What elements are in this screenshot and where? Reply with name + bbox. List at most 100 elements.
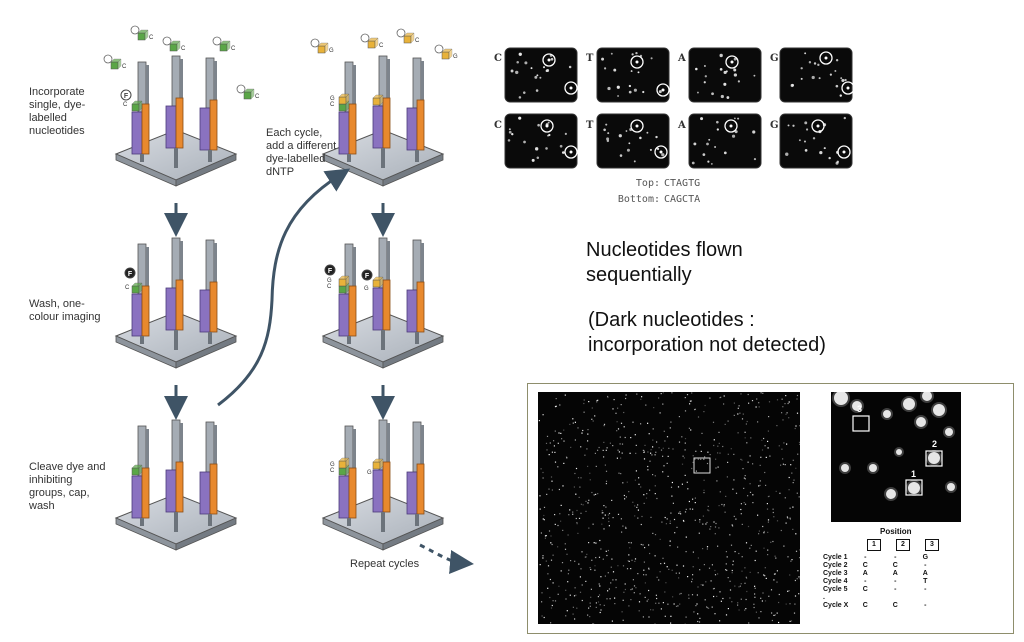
cluster-pixel bbox=[692, 508, 694, 510]
cluster-pixel bbox=[543, 514, 545, 517]
cluster-pixel bbox=[790, 464, 792, 466]
cluster-pixel bbox=[660, 449, 663, 451]
cluster-pixel bbox=[581, 599, 583, 602]
cycle-arrow bbox=[217, 168, 351, 407]
cluster-pixel bbox=[660, 393, 662, 395]
rod-shade bbox=[214, 243, 217, 291]
cluster-spot bbox=[711, 92, 714, 96]
cluster-pixel bbox=[648, 589, 650, 592]
template-strand bbox=[165, 469, 177, 513]
cluster-pixel bbox=[654, 623, 656, 624]
primer-strand bbox=[416, 99, 425, 151]
cluster-pixel bbox=[799, 557, 800, 559]
cluster-spot bbox=[605, 123, 608, 126]
cluster-pixel bbox=[731, 524, 733, 526]
bottom-label: Bottom: bbox=[617, 194, 660, 205]
cluster-pixel bbox=[679, 593, 681, 595]
cluster-pixel bbox=[645, 404, 647, 406]
cluster-spot bbox=[539, 76, 542, 79]
cluster-pixel bbox=[607, 590, 609, 592]
cluster-pixel bbox=[621, 611, 623, 613]
cluster-pixel bbox=[644, 547, 646, 549]
base-letter: G bbox=[330, 462, 335, 468]
cluster-pixel bbox=[629, 452, 631, 454]
cluster-pixel bbox=[746, 420, 748, 423]
cluster-pixel bbox=[635, 444, 637, 446]
cluster-spot bbox=[550, 57, 554, 61]
cluster-pixel bbox=[784, 464, 786, 466]
cluster-pixel bbox=[703, 458, 705, 460]
cluster-pixel bbox=[753, 603, 755, 605]
cluster-pixel bbox=[591, 407, 593, 409]
cluster-pixel bbox=[699, 521, 701, 523]
cluster-pixel bbox=[797, 570, 799, 572]
cluster-pixel bbox=[767, 496, 769, 498]
cluster-spot bbox=[720, 94, 724, 99]
cluster-pixel bbox=[694, 408, 696, 410]
anchor-post bbox=[415, 150, 419, 162]
cluster-pixel bbox=[784, 497, 786, 499]
cluster-spot bbox=[852, 401, 862, 411]
cluster-pixel bbox=[757, 514, 759, 516]
cluster-pixel bbox=[708, 607, 710, 609]
cluster-pixel bbox=[691, 467, 693, 470]
cluster-pixel bbox=[700, 458, 702, 460]
cluster-pixel bbox=[608, 588, 610, 590]
cluster-pixel bbox=[611, 558, 613, 560]
cluster-spot bbox=[928, 452, 940, 464]
cluster-pixel bbox=[555, 398, 557, 400]
cluster-pixel bbox=[677, 605, 679, 607]
note-line-4: incorporation not detected) bbox=[588, 334, 826, 356]
cluster-spot bbox=[733, 117, 736, 120]
bottom-sequence-readout: Bottom:CAGCTA bbox=[612, 194, 700, 205]
cluster-pixel bbox=[749, 455, 751, 457]
nucleotide-cube bbox=[169, 43, 178, 52]
cluster-pixel bbox=[691, 594, 694, 596]
cluster-pixel bbox=[706, 548, 708, 550]
cluster-pixel bbox=[798, 576, 800, 578]
cluster-pixel bbox=[612, 571, 615, 573]
nucleotide-cube bbox=[403, 35, 412, 44]
cluster-pixel bbox=[638, 483, 640, 485]
cluster-pixel bbox=[580, 568, 582, 570]
anchor-post bbox=[174, 330, 178, 350]
cluster-pixel bbox=[631, 588, 633, 590]
nucleotide-cube bbox=[338, 285, 347, 294]
cluster-pixel bbox=[785, 522, 787, 524]
cluster-pixel bbox=[634, 434, 636, 436]
tile-background bbox=[504, 47, 578, 103]
cluster-pixel bbox=[697, 620, 699, 623]
position-cell: - bbox=[924, 586, 927, 593]
cluster-pixel bbox=[605, 480, 608, 482]
cluster-spot bbox=[633, 160, 636, 163]
cluster-pixel bbox=[747, 393, 749, 396]
cluster-pixel bbox=[720, 396, 722, 398]
cluster-pixel bbox=[655, 594, 657, 596]
cluster-pixel bbox=[742, 468, 744, 470]
cluster-pixel bbox=[714, 569, 716, 572]
cluster-pixel bbox=[625, 394, 627, 396]
anchor-post bbox=[347, 154, 351, 162]
cluster-pixel bbox=[709, 528, 711, 530]
cluster-pixel bbox=[660, 563, 662, 565]
highlight-spot bbox=[659, 150, 663, 154]
fluorophore-icon bbox=[236, 84, 246, 94]
cluster-pixel bbox=[793, 612, 796, 614]
nucleotide-cube bbox=[219, 43, 228, 52]
cluster-pixel bbox=[589, 602, 591, 604]
cluster-pixel bbox=[635, 452, 637, 454]
cluster-pixel bbox=[610, 566, 612, 568]
cluster-pixel bbox=[575, 467, 578, 470]
cluster-pixel bbox=[706, 462, 709, 465]
cluster-pixel bbox=[576, 607, 578, 609]
cluster-pixel bbox=[690, 400, 692, 402]
cluster-pixel bbox=[788, 476, 790, 479]
cluster-pixel bbox=[640, 543, 642, 546]
anchor-post bbox=[381, 330, 385, 350]
cycle-label: Cycle 3 bbox=[823, 570, 848, 577]
cluster-pixel bbox=[665, 523, 667, 525]
position-cell: A bbox=[862, 570, 868, 577]
cluster-pixel bbox=[669, 520, 671, 522]
fluorophore-letter: F bbox=[328, 268, 333, 275]
